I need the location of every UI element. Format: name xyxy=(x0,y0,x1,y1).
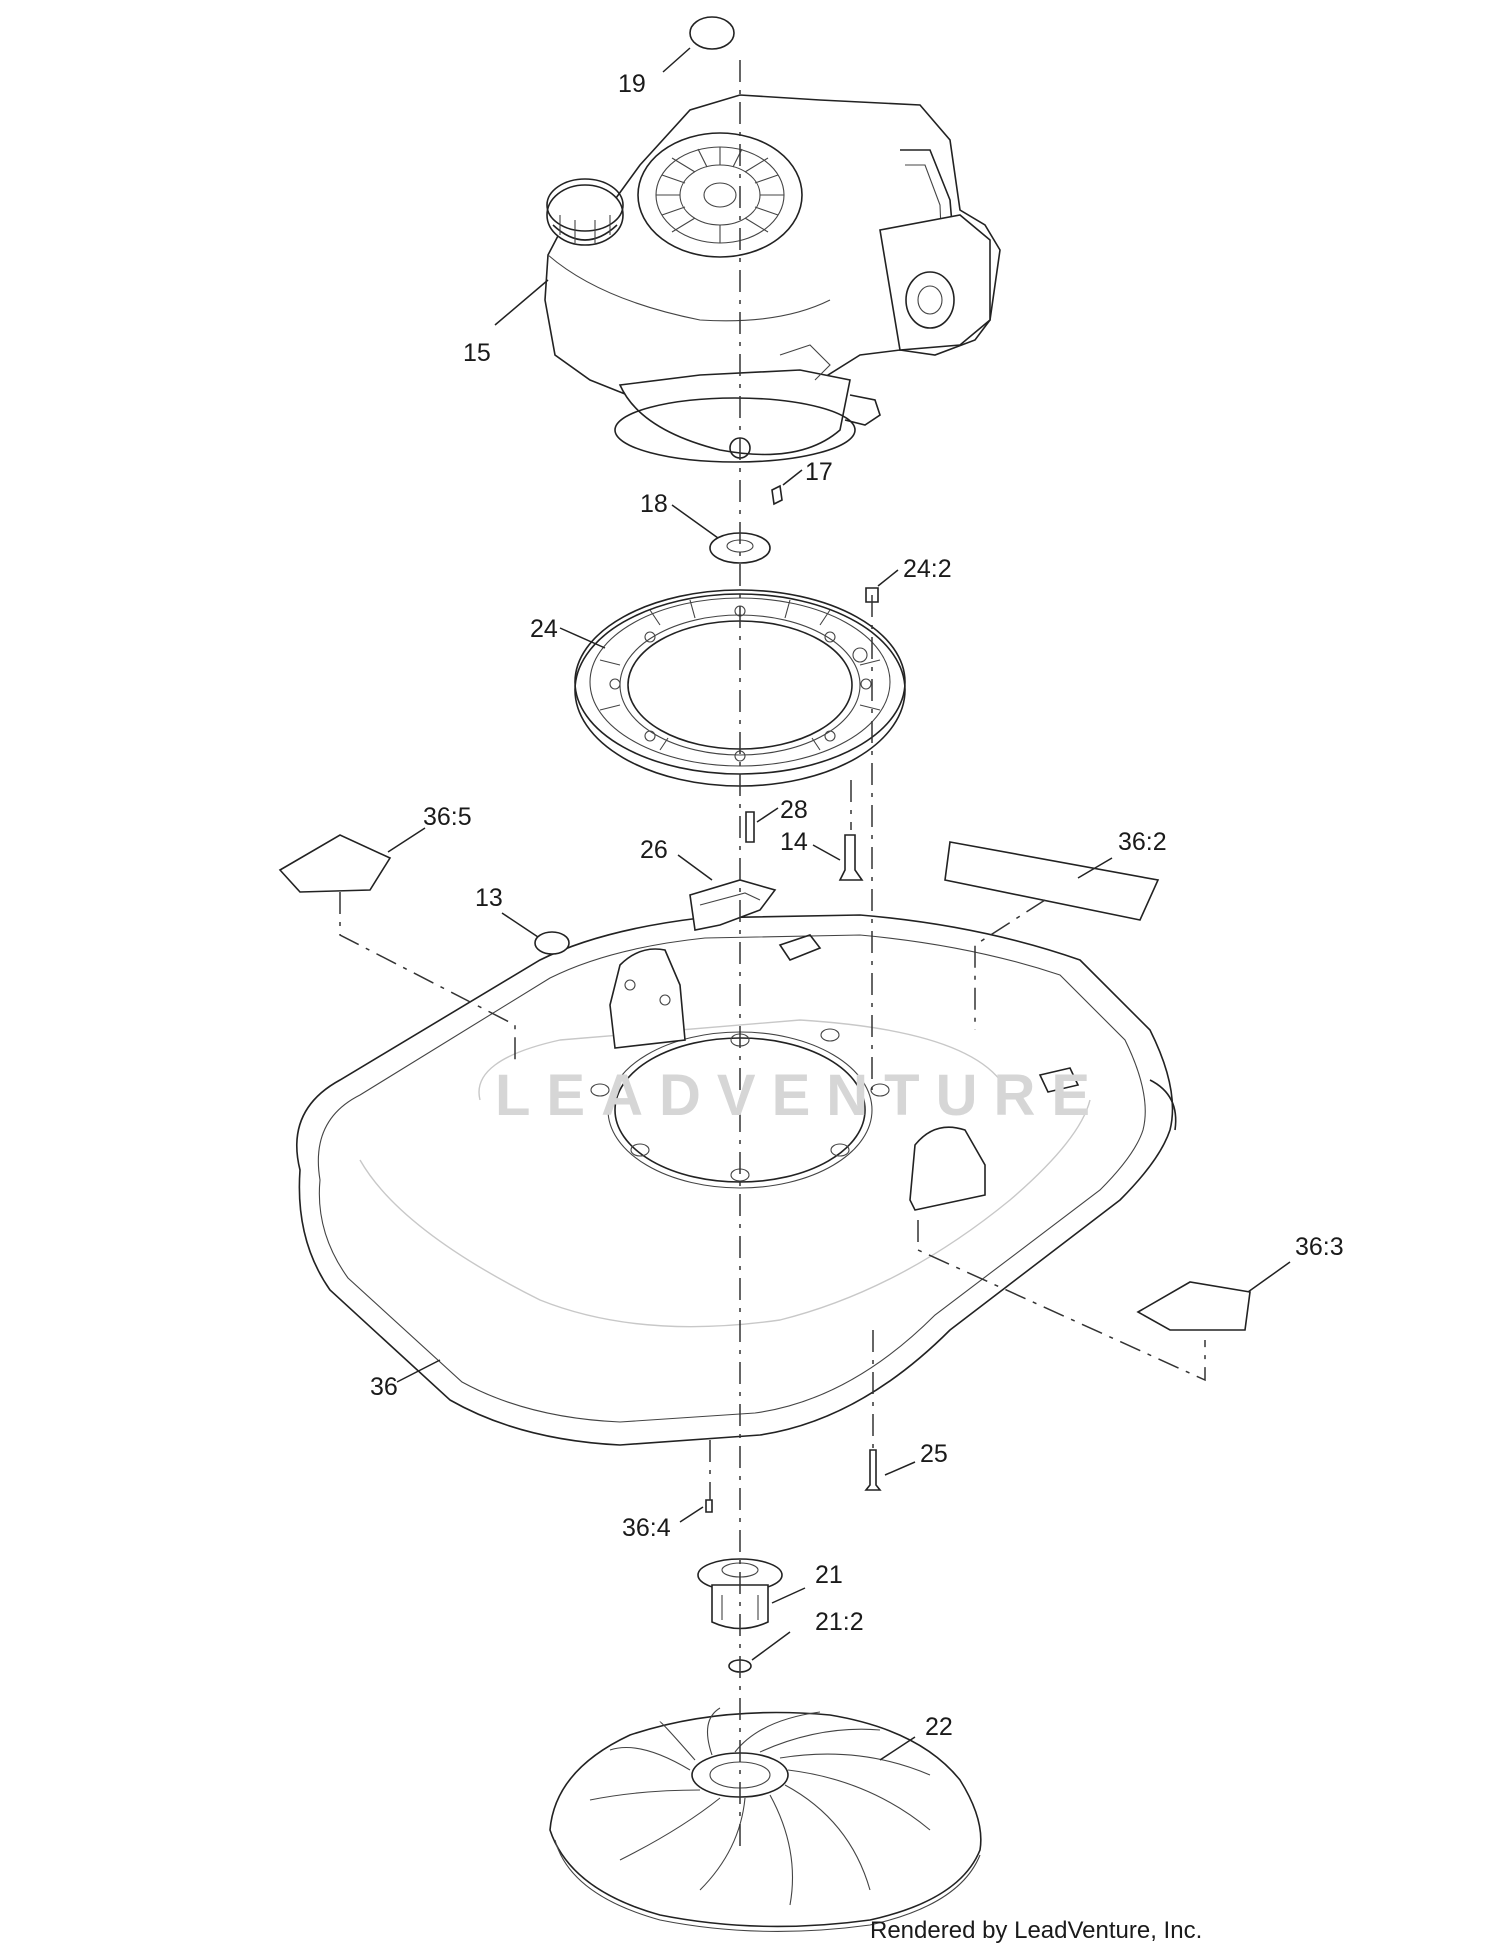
label-13: 13 xyxy=(475,884,503,912)
clip-36-4 xyxy=(705,1499,713,1513)
label-24: 24 xyxy=(530,615,558,643)
engine-assembly xyxy=(544,16,1001,463)
label-17: 17 xyxy=(805,458,833,486)
label-18: 18 xyxy=(640,490,668,518)
decal-36-5 xyxy=(278,834,392,893)
label-19: 19 xyxy=(618,70,646,98)
label-15: 15 xyxy=(463,339,491,367)
label-36-2: 36:2 xyxy=(1118,828,1167,856)
label-21: 21 xyxy=(815,1561,843,1589)
footer-credit: Rendered by LeadVenture, Inc. xyxy=(870,1917,1203,1944)
key-17 xyxy=(771,484,783,506)
label-21-2: 21:2 xyxy=(815,1608,864,1636)
impeller-fan-22 xyxy=(549,1707,982,1932)
label-36-5: 36:5 xyxy=(423,803,472,831)
label-14: 14 xyxy=(780,828,808,856)
label-25: 25 xyxy=(920,1440,948,1468)
label-36-4: 36:4 xyxy=(622,1514,671,1542)
decal-36-3 xyxy=(1136,1281,1251,1331)
leader-lines xyxy=(387,47,1291,1761)
label-24-2: 24:2 xyxy=(903,555,952,583)
plug-13 xyxy=(534,931,570,955)
pin-28 xyxy=(745,811,755,843)
label-26: 26 xyxy=(640,836,668,864)
cap-19 xyxy=(689,16,735,50)
decal-36-2 xyxy=(944,841,1160,921)
label-36-3: 36:3 xyxy=(1295,1233,1344,1261)
assembly-lines xyxy=(339,60,1206,1850)
bolt-25 xyxy=(864,1449,882,1491)
label-22: 22 xyxy=(925,1713,953,1741)
label-28: 28 xyxy=(780,796,808,824)
watermark: LEADVENTURE xyxy=(495,1063,1106,1128)
deck-housing xyxy=(296,914,1177,1446)
label-36: 36 xyxy=(370,1373,398,1401)
part-labels: 19 15 17 18 24:2 24 28 14 26 36:5 36:2 1… xyxy=(370,70,1344,1741)
bolt-14 xyxy=(838,834,864,881)
